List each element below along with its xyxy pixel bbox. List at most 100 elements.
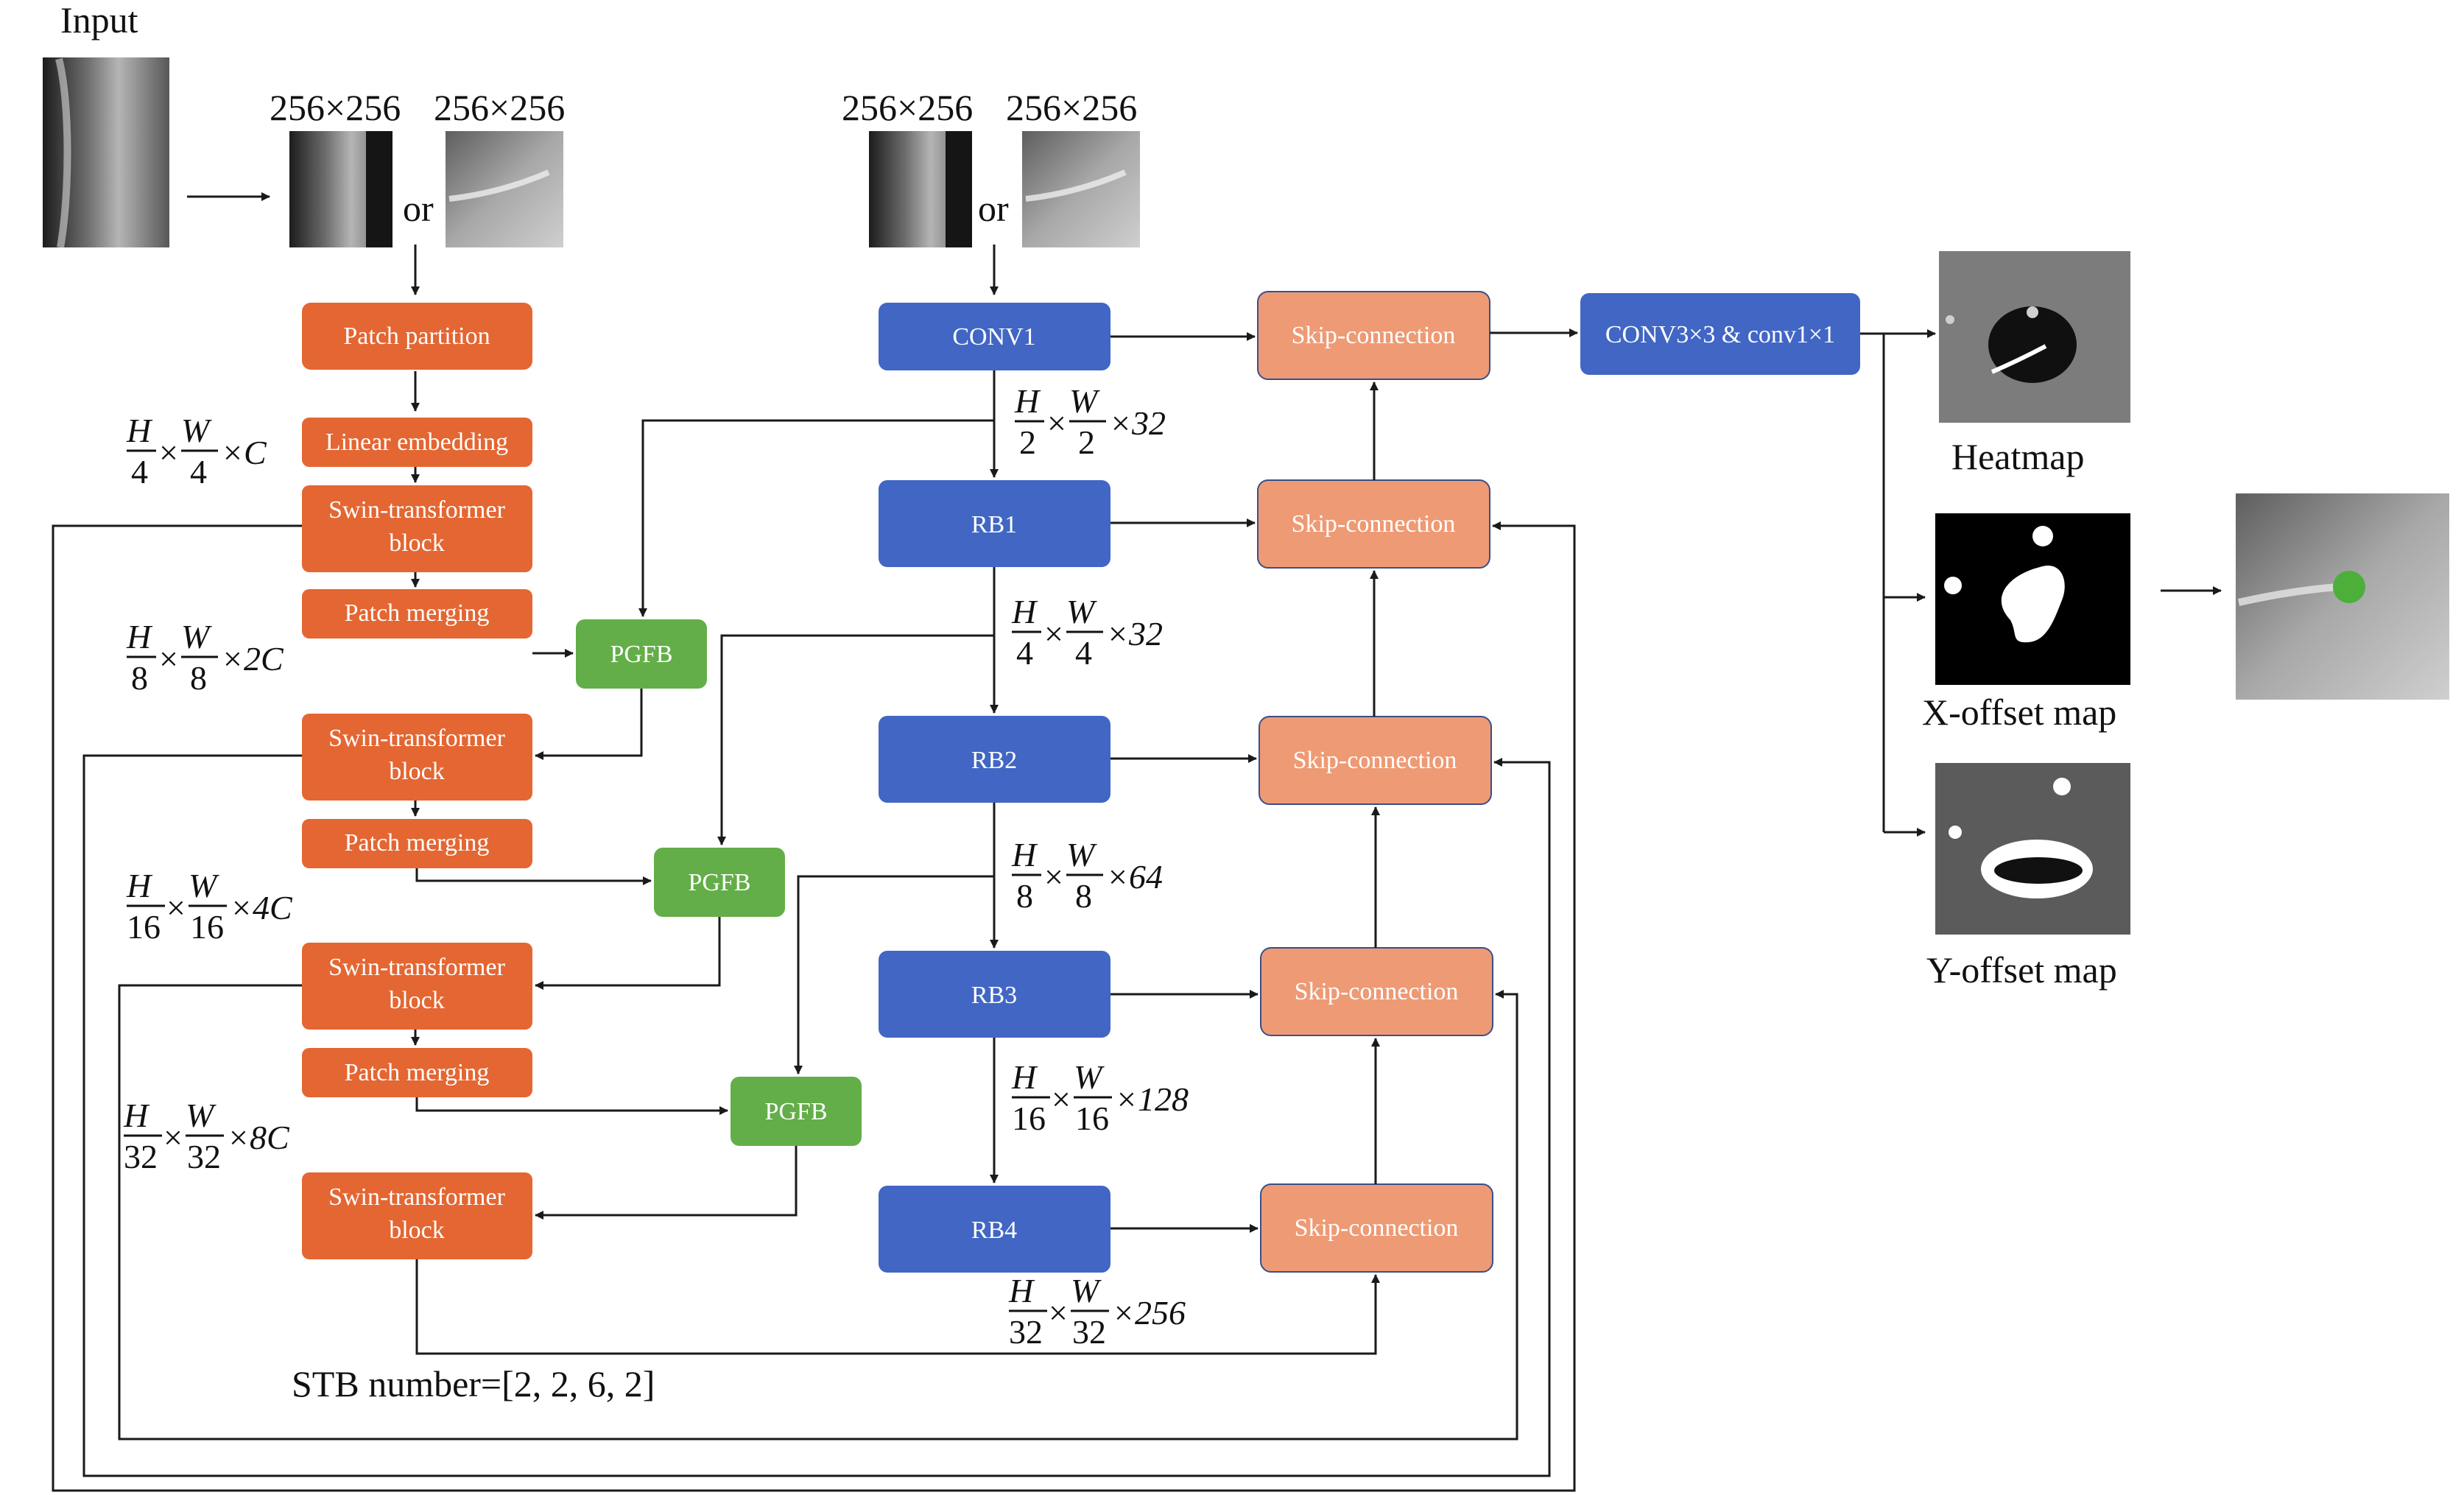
svg-text:4: 4 [1075,634,1092,672]
svg-text:16: 16 [127,908,161,946]
svg-text:Linear embedding: Linear embedding [325,429,508,456]
pgfb-box-2: PGFB [654,848,785,917]
svg-text:PGFB: PGFB [688,869,750,896]
svg-text:Skip-connection: Skip-connection [1295,978,1459,1005]
svg-text:H: H [1011,836,1038,873]
edge-rb2-to-pgfb3 [794,875,994,1074]
patch-merging-box-2: Patch merging [302,819,532,868]
svg-text:H: H [1011,1058,1038,1096]
svg-text:H: H [126,867,153,904]
enc-size-label-a: 256×256 [270,87,401,128]
svg-text:×256: ×256 [1112,1294,1186,1332]
enc-dim-label-1: H 4 × W 4 ×C [126,412,267,490]
svg-text:RB1: RB1 [971,511,1017,538]
svg-text:×: × [166,889,186,926]
svg-text:Skip-connection: Skip-connection [1295,1214,1459,1242]
svg-text:4: 4 [1016,634,1033,672]
svg-text:×: × [159,434,178,471]
svg-text:×32: ×32 [1109,404,1166,442]
svg-text:block: block [389,1217,445,1244]
svg-text:4: 4 [190,453,207,490]
dec-size-label-b: 256×256 [1006,87,1137,128]
svg-text:H: H [123,1097,150,1134]
x-offset-map-label: X-offset map [1922,692,2116,733]
svg-text:block: block [389,987,445,1014]
y-offset-map-image [1935,763,2130,935]
input-label: Input [60,0,138,41]
svg-text:H: H [126,412,153,449]
svg-text:×: × [1044,858,1063,896]
svg-text:Patch merging: Patch merging [345,829,490,856]
svg-text:Patch merging: Patch merging [345,599,490,627]
dec-dim-label-1: H 2 × W 2 ×32 [1014,382,1166,461]
svg-text:32: 32 [1072,1313,1106,1351]
svg-text:×64: ×64 [1106,858,1163,896]
svg-text:Skip-connection: Skip-connection [1292,510,1456,538]
svg-text:32: 32 [187,1138,221,1175]
svg-text:×: × [1044,615,1063,652]
dec-or-label: or [978,188,1009,229]
svg-text:Skip-connection: Skip-connection [1293,747,1457,774]
svg-text:RB4: RB4 [971,1217,1017,1244]
input-xray-image [43,57,169,248]
svg-text:16: 16 [190,908,224,946]
skip-connection-box-4: Skip-connection [1260,947,1493,1036]
enc-size-label-b: 256×256 [434,87,565,128]
edge-conv1-to-pgfb1 [638,419,994,617]
head-conv-box: CONV3×3 & conv1×1 [1580,293,1860,375]
svg-text:×: × [1047,404,1066,442]
edge-stb1-to-skip2 [52,521,1576,1492]
skip-connection-box-5: Skip-connection [1260,1183,1493,1273]
svg-text:2: 2 [1019,423,1036,461]
svg-text:Swin-transformer: Swin-transformer [328,954,506,981]
dec-dim-label-3: H 8 × W 8 ×64 [1011,836,1163,915]
svg-text:W: W [1066,593,1097,630]
rb1-box: RB1 [879,480,1110,567]
enc-crop-image-a [289,131,393,247]
svg-text:Patch merging: Patch merging [345,1059,490,1086]
svg-text:×4C: ×4C [230,889,293,926]
dec-size-label-a: 256×256 [842,87,973,128]
edge-merge2-to-pgfb2 [415,868,652,885]
svg-text:PGFB: PGFB [610,641,672,668]
pgfb-box-3: PGFB [731,1077,862,1146]
patch-merging-box-3: Patch merging [302,1048,532,1097]
edge-merge3-to-pgfb3 [415,1097,728,1115]
svg-text:W: W [1069,382,1100,420]
edge-pgfb2-to-stb3 [535,917,721,990]
svg-text:×32: ×32 [1106,615,1163,652]
svg-text:Swin-transformer: Swin-transformer [328,1183,506,1211]
svg-text:H: H [1008,1272,1035,1309]
enc-dim-label-3: H 16 × W 16 ×4C [126,867,293,946]
swin-block-3: Swin-transformer block [302,943,532,1030]
svg-text:PGFB: PGFB [764,1098,827,1125]
svg-text:W: W [1074,1058,1105,1096]
svg-text:block: block [389,758,445,785]
svg-text:×: × [1052,1080,1071,1118]
swin-block-2: Swin-transformer block [302,714,532,801]
patch-partition-box: Patch partition [302,303,532,370]
pgfb-box-1: PGFB [576,619,707,689]
svg-text:Swin-transformer: Swin-transformer [328,725,506,752]
svg-text:CONV3×3 & conv1×1: CONV3×3 & conv1×1 [1605,321,1835,348]
svg-text:×C: ×C [221,434,267,471]
y-offset-map-label: Y-offset map [1926,949,2117,991]
svg-text:8: 8 [1075,877,1092,915]
svg-text:RB2: RB2 [971,747,1017,774]
x-offset-map-image [1935,513,2130,685]
swin-block-1: Swin-transformer block [302,485,532,572]
rb4-box: RB4 [879,1186,1110,1273]
edge-pgfb3-to-stb4 [535,1146,798,1220]
edge-pgfb1-to-stb2 [535,689,643,760]
svg-text:32: 32 [1009,1313,1043,1351]
dec-crop-image-a [869,131,972,247]
enc-or-label: or [403,188,434,229]
svg-text:Swin-transformer: Swin-transformer [328,496,506,524]
enc-crop-image-b [446,131,563,247]
result-keypoint-image [2236,493,2449,700]
patch-merging-box-1: Patch merging [302,589,532,639]
dec-dim-label-4: H 16 × W 16 ×128 [1011,1058,1189,1137]
svg-text:32: 32 [124,1138,158,1175]
svg-text:W: W [189,867,219,904]
